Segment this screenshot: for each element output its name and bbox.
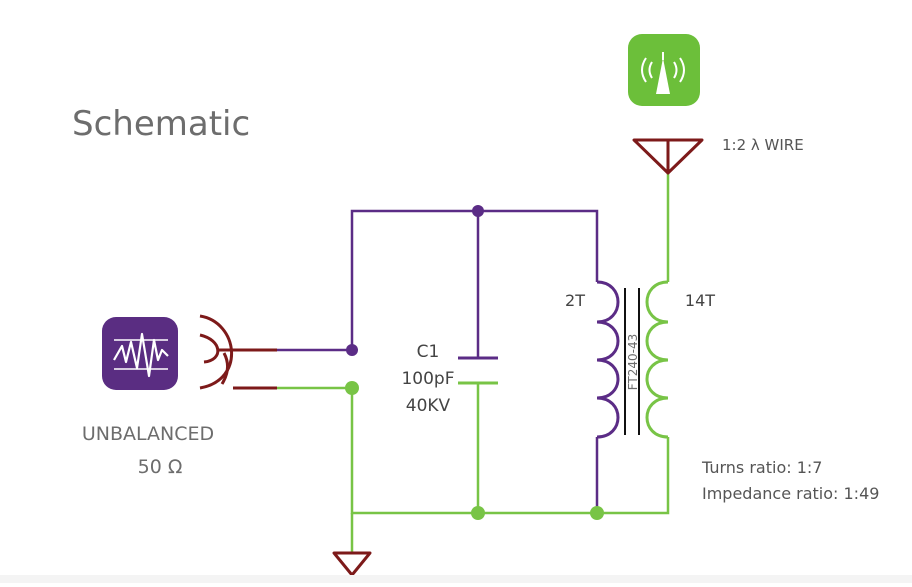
capacitor-voltage: 40KV [406,396,451,416]
source-label-impedance: 50 Ω [138,456,183,478]
transformer-core-label: FT240-43 [626,334,640,391]
junction-dot [590,506,604,520]
impedance-ratio: Impedance ratio: 1:49 [702,484,879,503]
primary-circuit-wires [277,209,599,513]
primary-turns-label: 2T [565,291,585,310]
signal-generator-icon [102,317,178,390]
turns-ratio: Turns ratio: 1:7 [701,458,822,477]
coax-connector [199,314,277,390]
capacitor-name: C1 [417,342,440,362]
source-label-type: UNBALANCED [82,423,214,445]
page-title: Schematic [72,104,250,144]
junction-dot [346,344,358,356]
junction-dot [345,381,359,395]
junction-dot [471,506,485,520]
bottom-edge-bar [0,575,912,583]
junction-dot [472,205,484,217]
secondary-turns-label: 14T [685,291,715,310]
primary-coil [596,280,620,439]
antenna-label: 1:2 λ WIRE [722,136,804,154]
ground-circuit-wires [277,170,670,553]
capacitor-value: 100pF [401,369,454,389]
secondary-coil [645,280,669,439]
antenna-symbol [632,138,704,175]
antenna-broadcast-icon [628,34,700,106]
ground-symbol-icon [332,551,372,577]
